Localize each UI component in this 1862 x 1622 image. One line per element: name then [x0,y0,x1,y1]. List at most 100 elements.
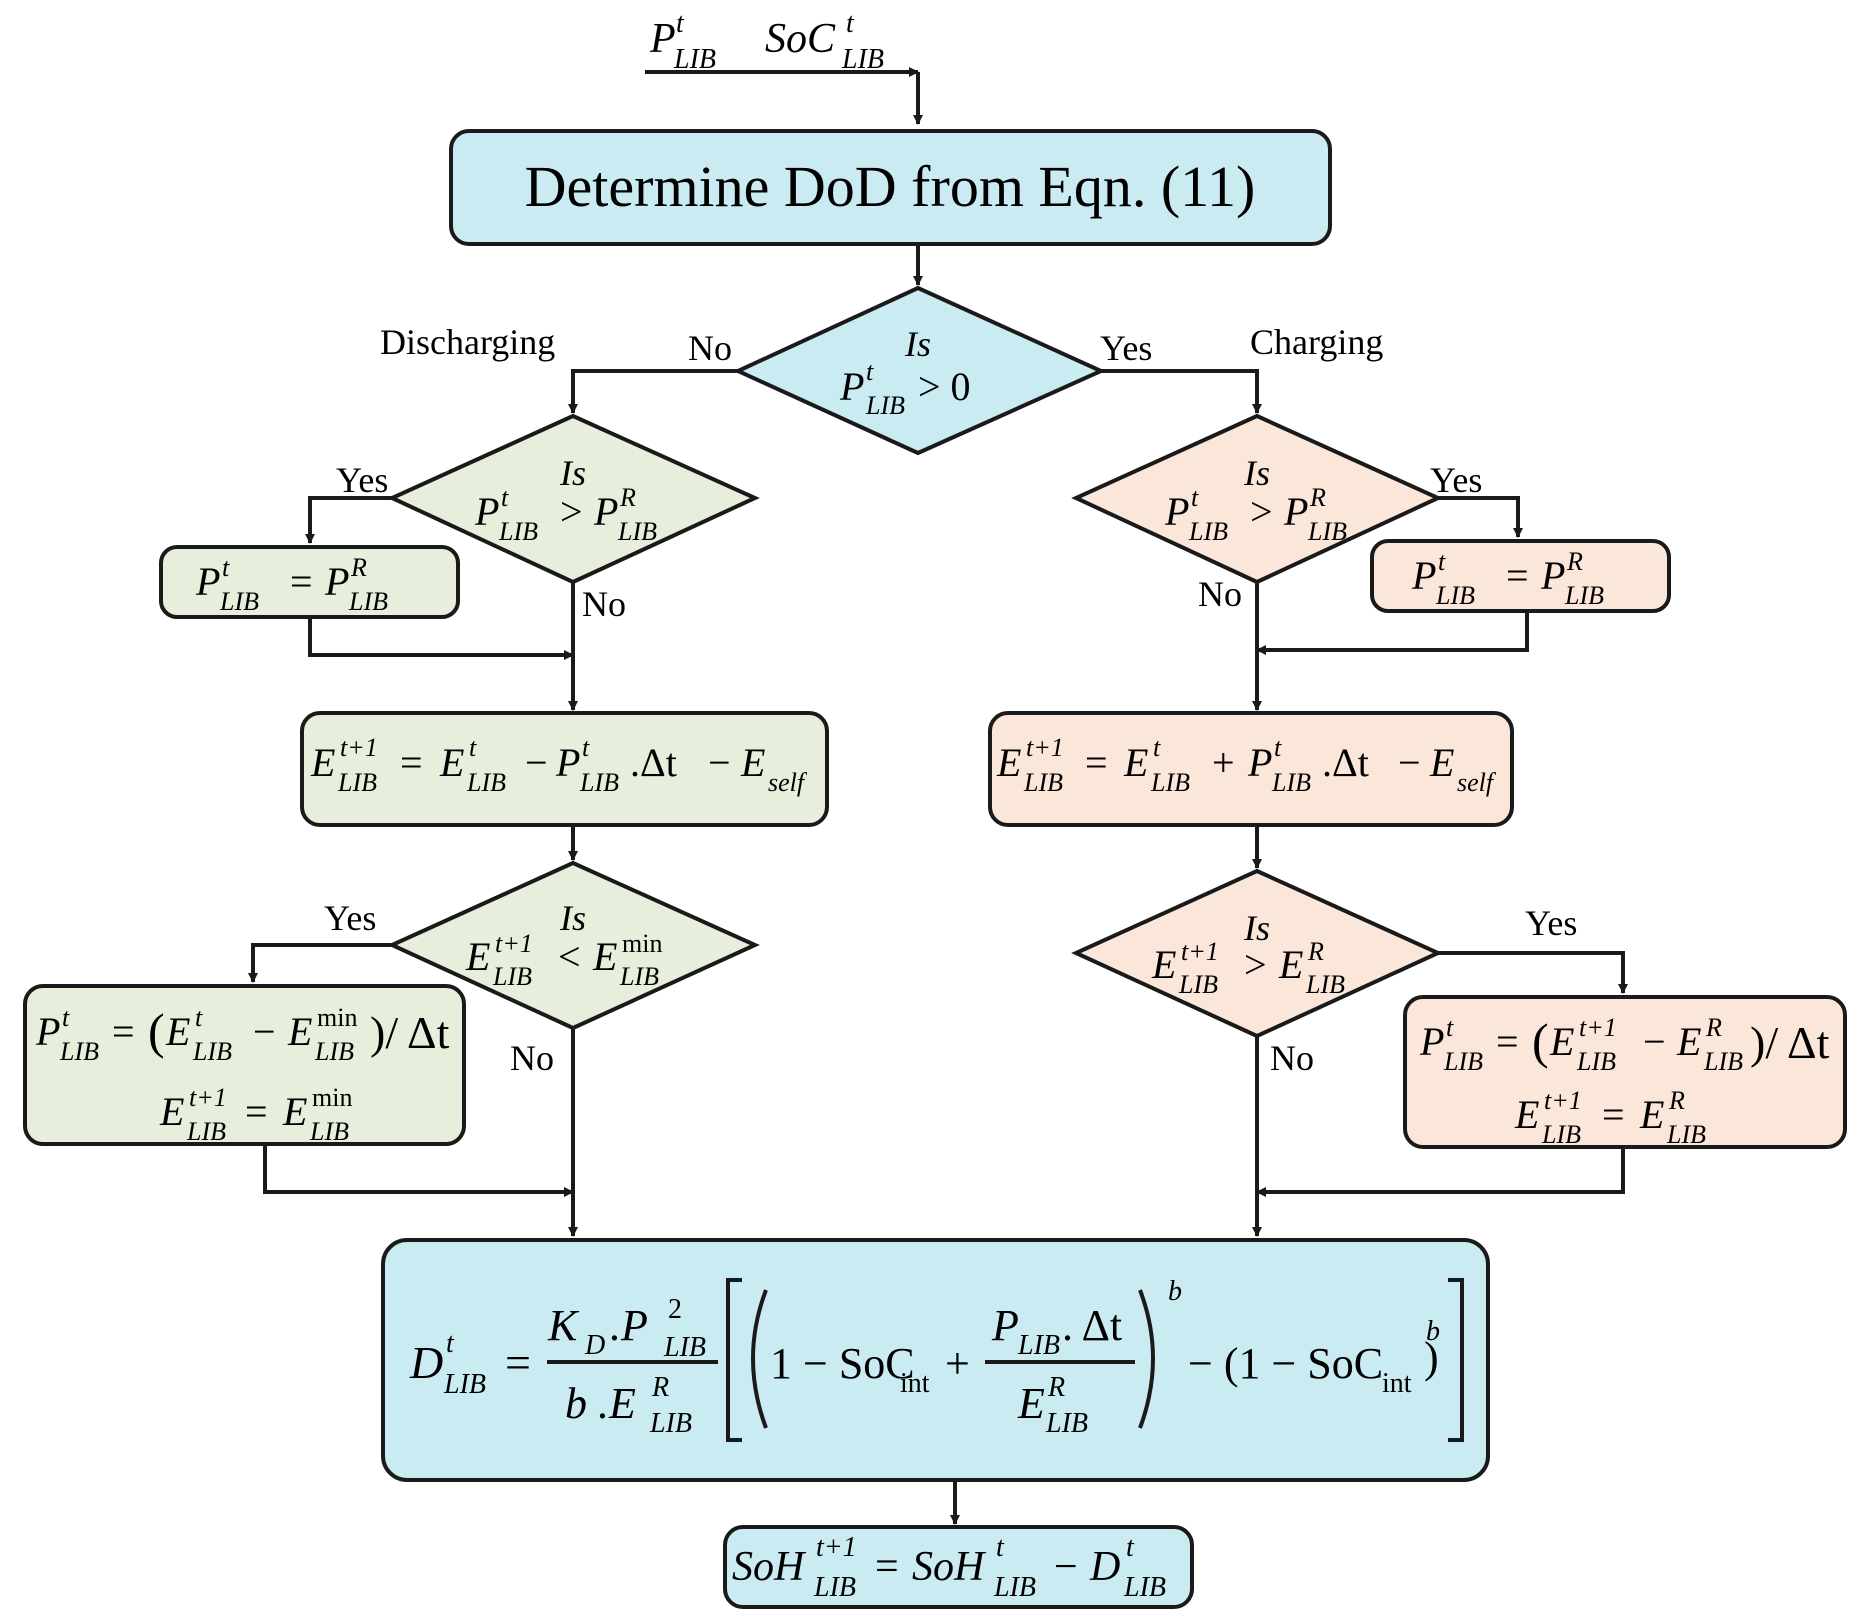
svg-text:.Δt: .Δt [1322,740,1369,785]
svg-text:.P: .P [610,1301,648,1350]
discharge-min-expr: P LIB t = ( E LIB t − E LIB min )/ Δt E … [35,1003,450,1146]
svg-text:R: R [1668,1086,1685,1115]
svg-text:LIB: LIB [649,1408,692,1439]
svg-text:(: ( [148,1003,165,1059]
svg-text:R: R [1566,547,1583,576]
svg-text:P: P [839,364,864,409]
svg-text:LIB: LIB [619,962,659,991]
label-discharge-no: No [582,584,626,624]
svg-text:t+1: t+1 [1026,733,1064,762]
svg-text:=: = [1085,740,1108,785]
discharge-energy-box [300,711,829,827]
svg-text:LIB: LIB [314,1037,354,1066]
label-charge-energy-no: No [1270,1038,1314,1078]
svg-text:LIB: LIB [1307,517,1347,546]
svg-text:.Δt: .Δt [630,740,677,785]
svg-text:E: E [159,1089,184,1134]
svg-text:LIB: LIB [1150,768,1190,797]
svg-text:b .E: b .E [565,1379,636,1428]
arrow-discharge-yes [305,496,392,544]
svg-text:LIB: LIB [1541,1120,1581,1149]
svg-text:LIB: LIB [579,768,619,797]
svg-text:t+1: t+1 [816,1532,857,1563]
svg-text:LIB: LIB [186,1117,226,1146]
svg-text:b: b [1168,1276,1182,1307]
svg-text:LIB: LIB [466,768,506,797]
svg-text:E: E [439,740,464,785]
svg-text:): ) [1424,1333,1439,1382]
svg-text:b: b [1426,1316,1440,1347]
svg-text:=: = [290,559,313,604]
svg-text:P: P [593,489,618,534]
charge-energy-decision-expr: E LIB t+1 > E LIB R [1151,937,1345,999]
svg-text:−: − [525,740,548,785]
svg-text:E: E [310,740,335,785]
discharge-min-box [23,984,466,1146]
svg-text:1 − SoC: 1 − SoC [770,1339,915,1388]
main-decision-expr: P LIB t > 0 [839,357,971,420]
svg-text:)/ Δt: )/ Δt [1750,1017,1830,1068]
determine-dod-text: Determine DoD from Eqn. (11) [525,154,1256,219]
charge-energy-box [988,711,1514,827]
svg-text:E: E [165,1009,190,1054]
svg-text:P: P [1540,553,1565,598]
svg-text:=: = [1506,553,1529,598]
svg-text:E: E [1151,942,1176,987]
svg-text:LIB: LIB [841,44,884,75]
svg-text:>: > [1250,489,1273,534]
discharge-limit-expr: P LIB t = P LIB R [195,553,388,616]
svg-text:E: E [1429,740,1454,785]
arrow-discharge-min-merge [263,1144,574,1197]
input-label: P LIB t SoC LIB t [649,8,884,75]
label-charging: Charging [1250,322,1383,362]
svg-text:Is: Is [559,453,586,493]
arrow-discharge-limit-merge [308,617,574,660]
svg-text:+: + [1212,740,1235,785]
svg-text:K: K [547,1301,580,1350]
svg-text:Is: Is [1243,453,1270,493]
svg-text:t: t [1153,733,1161,762]
svg-text:2: 2 [668,1294,682,1325]
svg-text:E: E [1549,1019,1574,1064]
svg-text:E: E [1639,1092,1664,1137]
svg-text:t+1: t+1 [1181,937,1219,966]
svg-text:t: t [195,1003,203,1032]
svg-text:=: = [1602,1092,1625,1137]
degradation-formula: D LIB t = K D .P LIB 2 b .E LIB R 1 − So… [409,1276,1464,1442]
svg-text:> 0: > 0 [918,364,971,409]
svg-text:t: t [469,733,477,762]
label-discharge-energy-no: No [510,1038,554,1078]
svg-text:D: D [1089,1544,1120,1590]
svg-text:t: t [1446,1013,1454,1042]
svg-text:+: + [945,1339,970,1388]
svg-text:LIB: LIB [59,1037,99,1066]
svg-text:LIB: LIB [865,391,905,420]
svg-text:R: R [651,1372,669,1403]
svg-text:− (1 − SoC: − (1 − SoC [1188,1339,1383,1388]
svg-text:R: R [1309,483,1326,512]
svg-text:LIB: LIB [1271,768,1311,797]
arrow-charge-limit-merge [1256,611,1529,655]
svg-text:E: E [996,740,1021,785]
discharge-power-expr: P LIB t > P LIB R [474,483,657,546]
svg-text:P: P [649,16,676,62]
svg-text:LIB: LIB [337,768,377,797]
svg-text:(: ( [1532,1013,1549,1069]
svg-text:LIB: LIB [1178,970,1218,999]
svg-text:=: = [245,1089,268,1134]
svg-text:E: E [287,1009,312,1054]
svg-text:min: min [317,1003,357,1032]
svg-text:t: t [1274,733,1282,762]
svg-text:P: P [1411,553,1436,598]
arrow-charge-max-merge [1256,1147,1625,1197]
svg-text:−: − [253,1009,276,1054]
soh-box [723,1525,1194,1609]
svg-text:P: P [324,559,349,604]
label-charge-no: No [1198,574,1242,614]
soh-formula: SoH LIB t+1 = SoH LIB t − D LIB t [732,1532,1166,1603]
svg-text:min: min [622,929,662,958]
svg-text:>: > [560,489,583,534]
label-main-no: No [688,328,732,368]
charge-energy-expr: E LIB t+1 = E LIB t + P LIB t .Δt − E se… [996,733,1497,797]
svg-text:P: P [35,1009,60,1054]
